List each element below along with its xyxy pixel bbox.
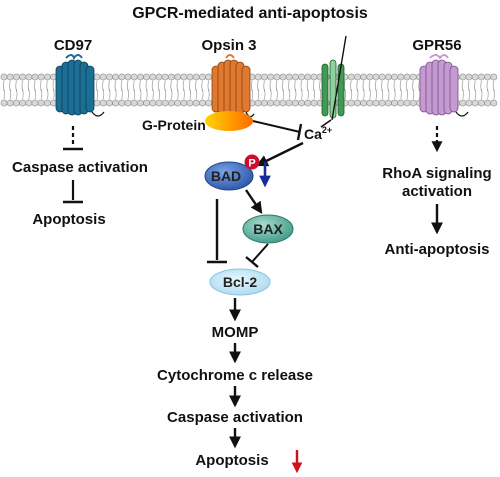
cd97-label: CD97: [54, 37, 92, 54]
center-apoptosis: Apoptosis: [195, 452, 268, 469]
bad-label: BAD: [211, 168, 241, 184]
bcl2-protein: [209, 268, 271, 296]
bax-protein: [242, 214, 294, 244]
cytochrome-release-label: Cytochrome c release: [157, 367, 313, 384]
bax-label: BAX: [253, 221, 283, 237]
center-caspase-activation: Caspase activation: [167, 409, 303, 426]
opsin3-label: Opsin 3: [201, 37, 256, 54]
cd97-pathway: Caspase activation Apoptosis: [12, 126, 148, 228]
gpr56-pathway: RhoA signaling activation Anti-apoptosis: [382, 126, 492, 258]
bcl2-label: Bcl-2: [223, 274, 257, 290]
gpr56-receptor: GPR56: [412, 37, 469, 117]
g-protein-label: G-Protein: [142, 117, 206, 133]
cd97-apoptosis: Apoptosis: [32, 211, 105, 228]
calcium-channel: [321, 35, 347, 121]
cd97-receptor: CD97: [54, 37, 105, 117]
calcium-ion: Ca2+: [304, 125, 332, 142]
opsin3-pathway: G-Protein Ca2+ BAD P BAX B: [142, 111, 332, 474]
cd97-caspase-activation: Caspase activation: [12, 159, 148, 176]
g-protein-shape: [205, 111, 253, 131]
phospho-badge: [244, 154, 260, 170]
rhoa-signaling-line1: RhoA signaling: [382, 165, 491, 182]
bad-protein: [204, 161, 254, 191]
diagram-title: GPCR-mediated anti-apoptosis: [132, 5, 368, 22]
anti-apoptosis-label: Anti-apoptosis: [385, 241, 490, 258]
momp-label: MOMP: [212, 324, 259, 341]
phospho-label: P: [248, 158, 255, 170]
opsin3-receptor: Opsin 3: [201, 37, 257, 118]
gpr56-label: GPR56: [412, 37, 461, 54]
rhoa-signaling-line2: activation: [402, 183, 472, 200]
